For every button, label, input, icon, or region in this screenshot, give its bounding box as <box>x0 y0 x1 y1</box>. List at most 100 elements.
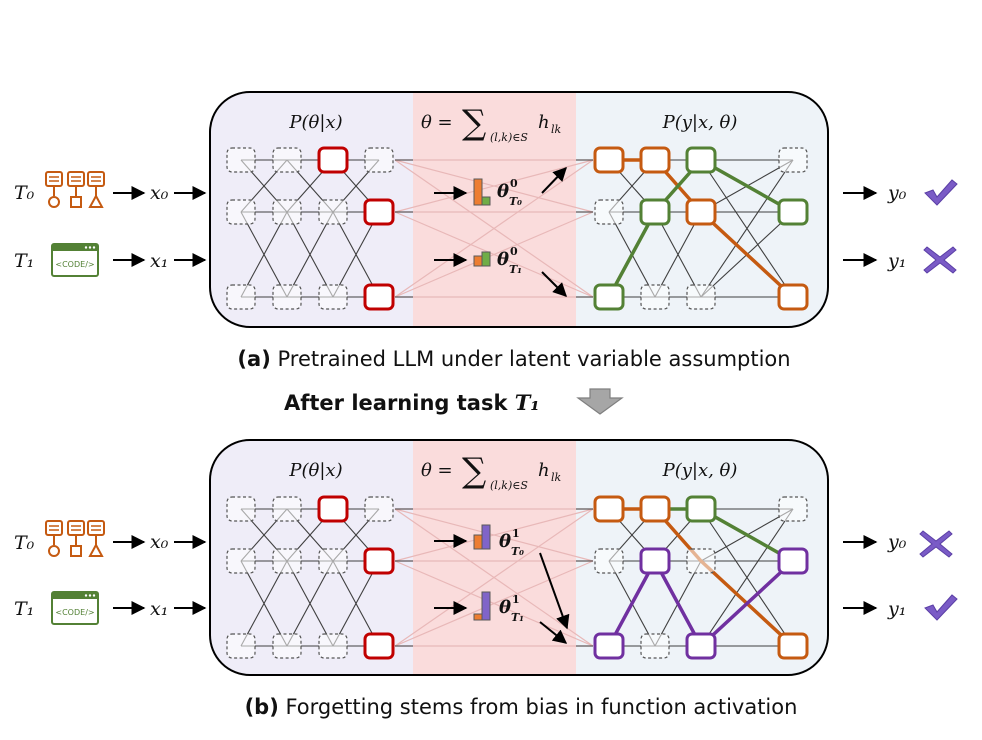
check-icon <box>924 594 958 621</box>
sum-symbol: ∑ <box>462 103 486 143</box>
active-node <box>685 146 717 174</box>
theta-label-top: θ 1 T₀ <box>499 527 524 558</box>
panel-b-network <box>226 495 809 660</box>
sum-subscript: (l,k)∈S <box>490 131 528 144</box>
network-nodes <box>226 495 809 660</box>
tree-triangle <box>88 542 104 557</box>
y0-status-icon <box>924 179 958 206</box>
theta-bar-icon-top <box>473 524 491 550</box>
latent-edge <box>394 211 594 298</box>
theta-sum-formula: θ = ∑ (l,k)∈S h lk <box>421 103 562 144</box>
output-y1-label: y₁ <box>887 250 906 272</box>
doc-page <box>45 171 63 187</box>
latent-edge <box>394 508 594 647</box>
active-node <box>363 198 395 226</box>
inactive-node <box>640 633 670 659</box>
caption-b: (b) Forgetting stems from bias in functi… <box>245 695 798 719</box>
code-dot <box>92 594 96 597</box>
inactive-node <box>226 496 256 522</box>
doc-page <box>67 520 85 536</box>
tree-triangle <box>88 193 104 208</box>
latent-edge <box>394 159 594 298</box>
latent-arrow-out-top <box>541 166 567 194</box>
inactive-node <box>318 199 348 225</box>
theta-label-bottom: θ 1 T₁ <box>499 593 524 624</box>
code-label: <CODE/> <box>55 608 94 617</box>
active-node <box>777 547 809 575</box>
active-node <box>593 283 625 311</box>
code-titlebar <box>52 244 98 251</box>
theta-eq-text: θ = <box>421 460 453 481</box>
panel-b-border <box>209 439 829 676</box>
panel-a: P(θ|x) P(y|x, θ) θ = ∑ (l,k)∈S h lk θ 0 … <box>14 91 958 371</box>
tree-square <box>70 196 82 208</box>
inactive-node <box>778 496 808 522</box>
y1-status-icon <box>924 594 958 621</box>
inactive-node <box>318 284 348 310</box>
panel-a-border <box>209 91 829 328</box>
inactive-node <box>226 147 256 173</box>
caption-a: (a) Pretrained LLM under latent variable… <box>237 347 790 371</box>
latent-region <box>413 92 576 327</box>
code-dot <box>88 246 92 249</box>
active-node <box>363 283 395 311</box>
active-node <box>777 283 809 311</box>
doc-page <box>45 520 63 536</box>
inactive-node <box>364 496 394 522</box>
inactive-node <box>594 548 624 574</box>
network-edge <box>240 560 288 647</box>
active-node <box>317 146 349 174</box>
active-node <box>639 146 671 174</box>
active-node <box>639 495 671 523</box>
sum-term: h <box>538 460 550 481</box>
active-node <box>685 632 717 660</box>
inactive-node <box>318 633 348 659</box>
svg-text:T₁: T₁ <box>509 263 522 276</box>
sum-symbol: ∑ <box>462 451 486 491</box>
input-x1-label: x₁ <box>150 598 168 620</box>
svg-text:1: 1 <box>512 593 520 606</box>
active-node <box>685 198 717 226</box>
inactive-node <box>272 147 302 173</box>
svg-text:T₀: T₀ <box>511 545 524 558</box>
inactive-node <box>226 199 256 225</box>
task-t1-label: T₁ <box>14 598 34 620</box>
check-icon <box>924 179 958 206</box>
network-edge <box>700 159 794 298</box>
inactive-node <box>272 548 302 574</box>
panel-b: P(θ|x) P(y|x, θ) θ = ∑ (l,k)∈S h lk θ 1 … <box>14 439 958 719</box>
active-node <box>639 547 671 575</box>
sum-term-subscript: lk <box>551 471 562 484</box>
svg-text:θ: θ <box>497 249 509 270</box>
y0-status-icon <box>919 530 953 558</box>
inactive-node <box>778 147 808 173</box>
after-learning-label: After learning task T₁ <box>284 390 540 415</box>
purple-path <box>607 559 795 648</box>
prior-formula: P(θ|x) <box>288 460 342 481</box>
theta-label-top: θ 0 T₀ <box>497 177 522 208</box>
task-t1-label: T₁ <box>14 250 34 272</box>
output-y1-label: y₁ <box>887 598 906 620</box>
tree-circle <box>48 196 60 208</box>
tree-circle <box>48 545 60 557</box>
active-node <box>363 632 395 660</box>
network-edge <box>332 211 380 298</box>
active-node <box>777 632 809 660</box>
network-edge <box>700 508 794 647</box>
active-node <box>363 547 395 575</box>
inactive-node <box>226 284 256 310</box>
latent-edge <box>394 560 594 647</box>
prior-formula: P(θ|x) <box>288 112 342 133</box>
network-edge <box>286 560 334 647</box>
inactive-node <box>686 284 716 310</box>
active-node <box>317 495 349 523</box>
active-node <box>685 495 717 523</box>
doc-page <box>87 171 105 187</box>
theta-eq-text: θ = <box>421 112 453 133</box>
code-titlebar <box>52 592 98 599</box>
svg-text:T₀: T₀ <box>509 195 522 208</box>
inactive-node <box>272 633 302 659</box>
latent-arrow-out-bottom <box>539 621 568 644</box>
likelihood-formula: P(y|x, θ) <box>662 112 738 133</box>
